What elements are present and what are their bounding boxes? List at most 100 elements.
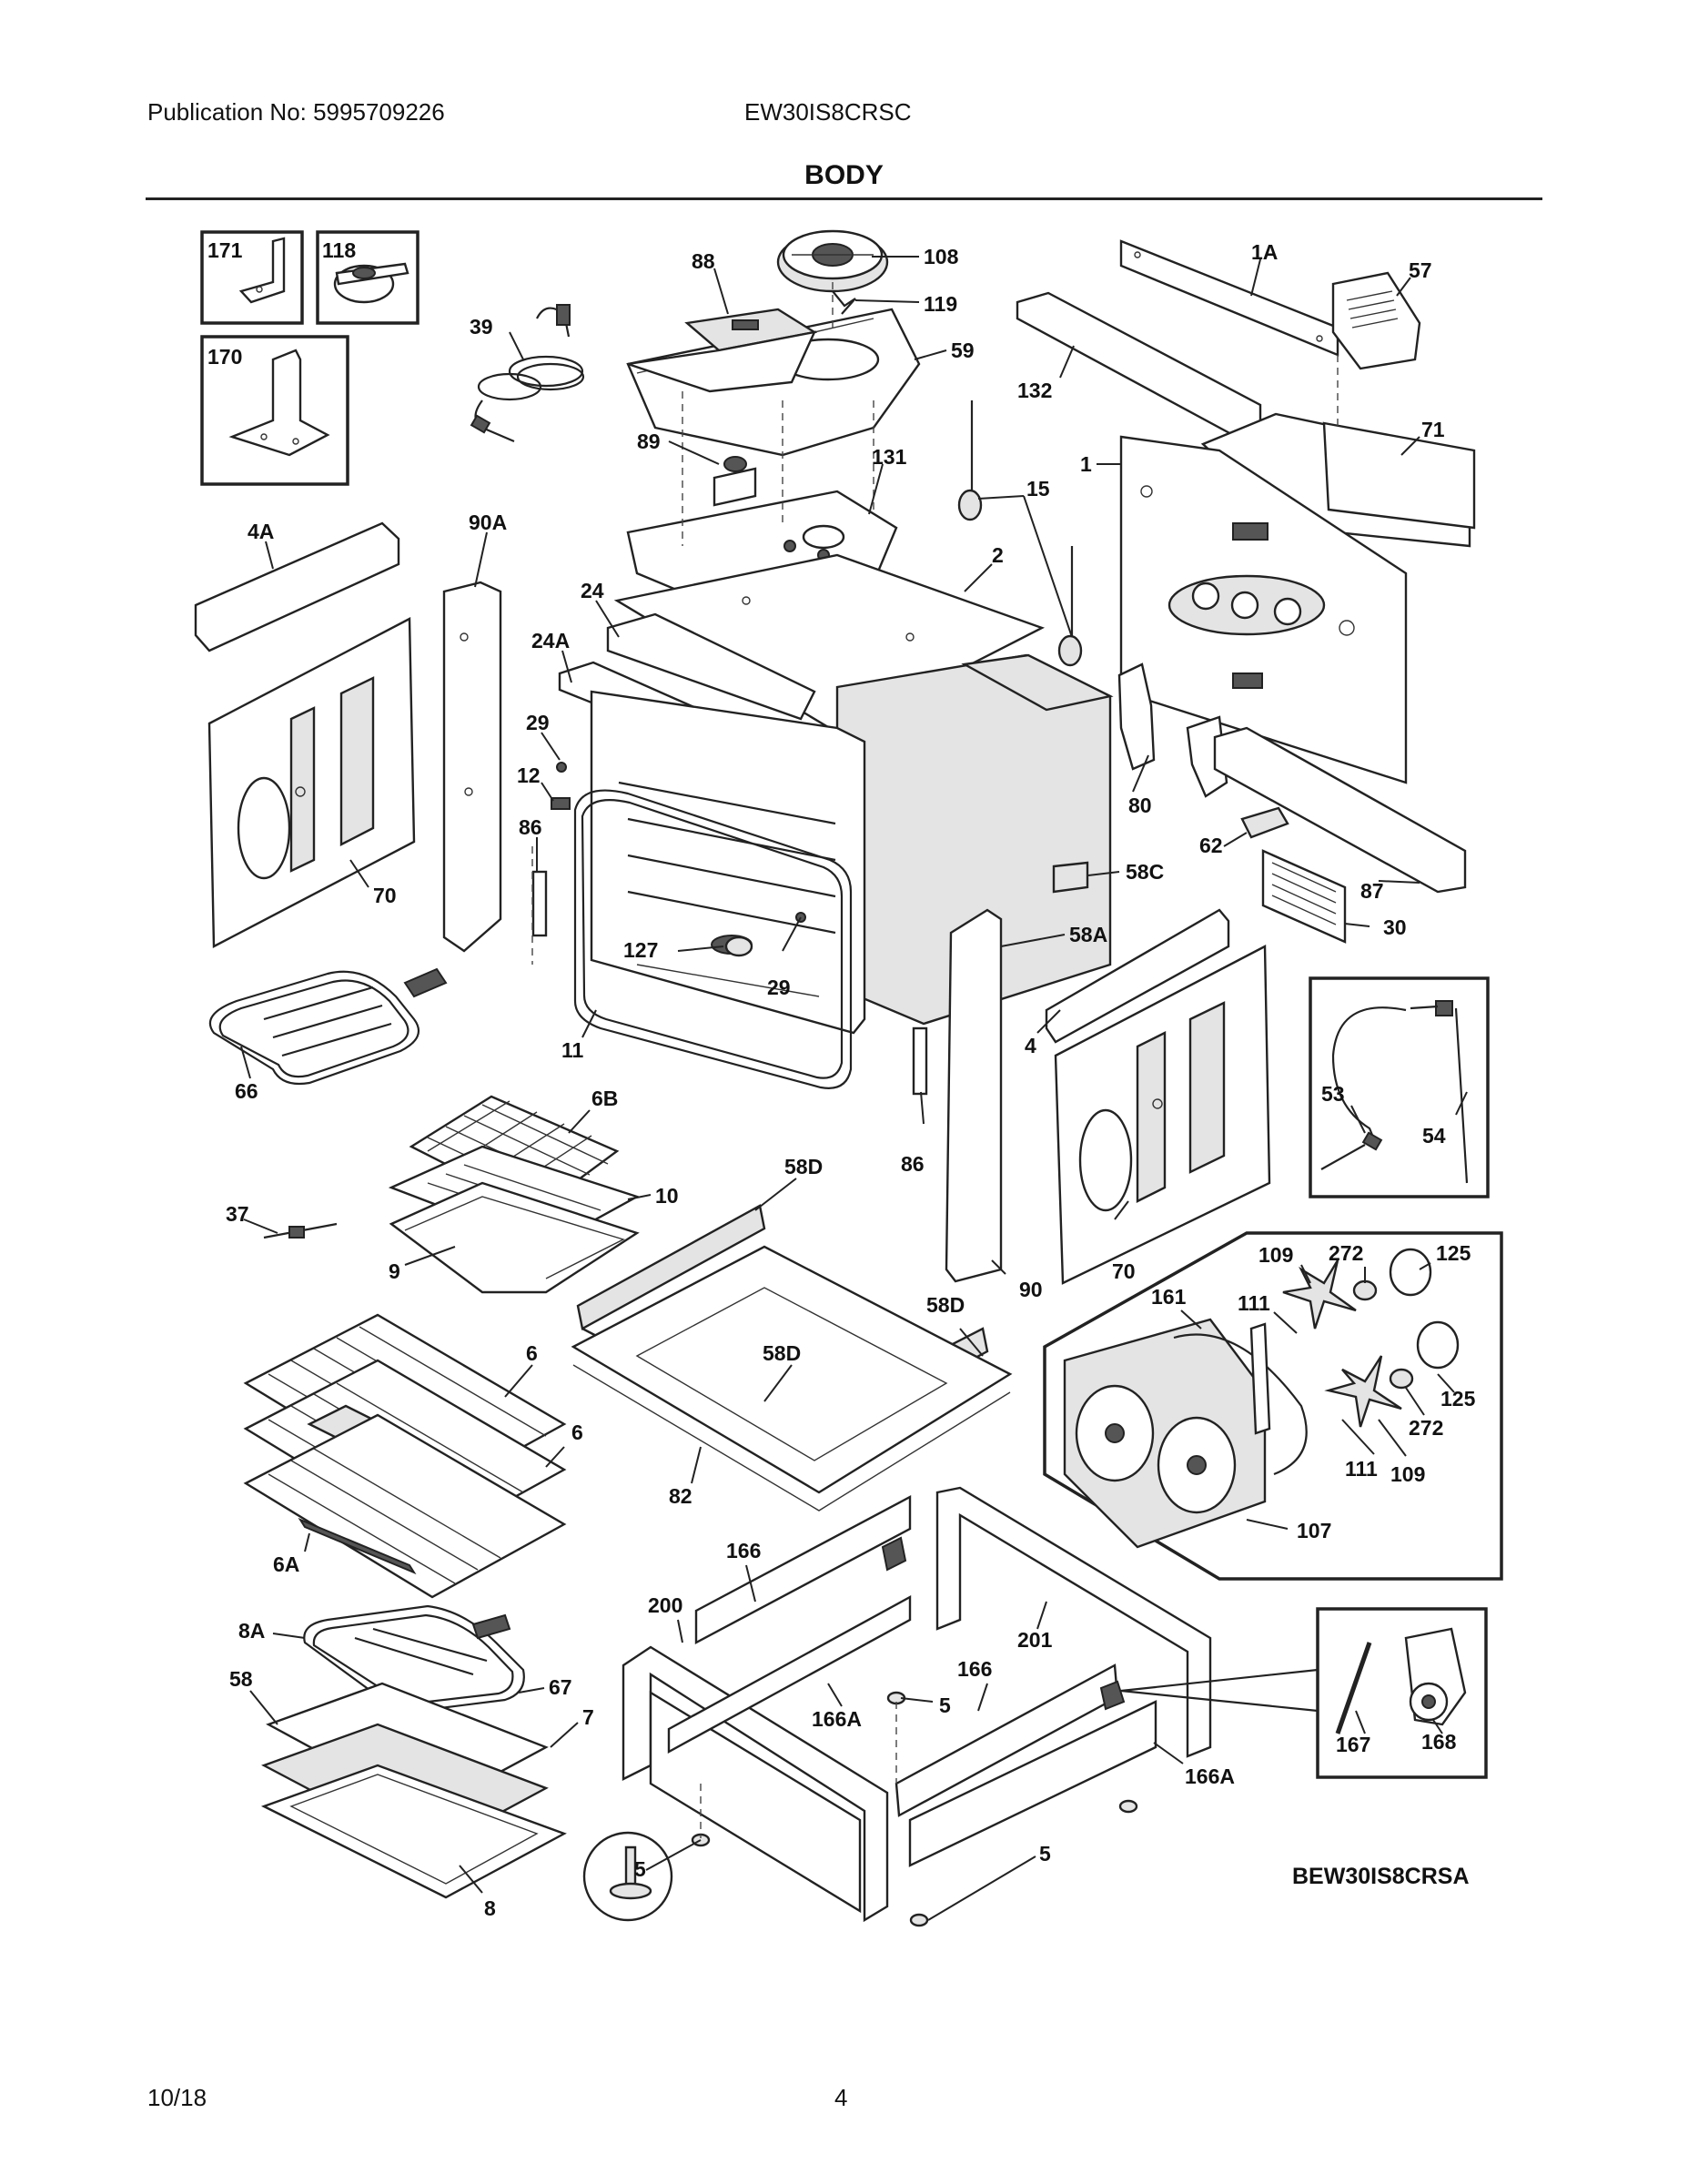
part-9-broiler-pan <box>389 1181 640 1294</box>
part-71-rear-cover <box>1200 412 1476 548</box>
part-5-leveling-legs <box>582 1691 1138 1927</box>
callout-37: 37 <box>226 1202 249 1226</box>
callout-24A: 24A <box>531 629 570 652</box>
callout-57: 57 <box>1409 258 1432 282</box>
callout-5b: 5 <box>634 1857 646 1881</box>
part-108-fan-motor <box>776 229 889 293</box>
callout-272: 272 <box>1329 1241 1363 1265</box>
callout-90A: 90A <box>469 511 507 534</box>
callout-58D: 58D <box>784 1155 823 1178</box>
part-88-duct <box>627 308 818 393</box>
callout-30: 30 <box>1383 915 1407 939</box>
callout-166b: 166 <box>957 1657 992 1681</box>
part-70-right-side-panel <box>1054 945 1271 1285</box>
part-24-bracket <box>606 612 816 721</box>
callout-58Db: 58D <box>926 1293 965 1317</box>
callout-132: 132 <box>1017 379 1052 402</box>
callout-62: 62 <box>1199 834 1223 857</box>
part-39-power-cord <box>470 304 585 443</box>
callout-leaders <box>240 256 1468 1921</box>
part-82-bottom-frame <box>571 1245 1013 1512</box>
callout-1A: 1A <box>1251 240 1278 264</box>
part-170-inset <box>200 335 349 486</box>
callout-29b: 29 <box>767 976 791 999</box>
part-200-frame <box>622 1645 889 1923</box>
callout-6b: 6 <box>571 1421 583 1444</box>
callout-12: 12 <box>517 763 541 787</box>
publication-number: Publication No: 5995709226 <box>147 98 445 126</box>
part-89-switch <box>713 456 757 507</box>
part-1A-bracket <box>1119 239 1339 357</box>
callout-118: 118 <box>322 238 356 262</box>
callout-125: 125 <box>1436 1241 1471 1265</box>
callout-58: 58 <box>229 1667 253 1691</box>
callout-167: 167 <box>1336 1733 1370 1756</box>
part-171-inset <box>200 230 304 325</box>
callout-24: 24 <box>581 579 604 602</box>
part-1-rear-panel <box>1119 435 1408 784</box>
page-title: BODY <box>804 160 884 190</box>
callout-58Dc: 58D <box>763 1341 801 1365</box>
callout-111b: 111 <box>1345 1457 1378 1481</box>
convection-fan-inset <box>1043 1231 1503 1581</box>
part-30-vent-plate <box>1261 849 1347 944</box>
part-66-bake-element <box>208 967 448 1086</box>
exploded-parts-diagram: 171 118 170 39 88 108 119 59 89 131 15 1… <box>194 229 1503 1927</box>
part-8-plate <box>260 1764 567 1899</box>
callout-67: 67 <box>549 1675 572 1699</box>
callout-7: 7 <box>582 1705 594 1729</box>
part-4-rail <box>1045 908 1230 1044</box>
callout-125b: 125 <box>1440 1387 1476 1410</box>
callout-4: 4 <box>1025 1034 1036 1057</box>
part-166A-crossbars <box>667 1594 1157 1867</box>
callout-59: 59 <box>951 339 975 362</box>
part-57-vent <box>1331 271 1421 370</box>
callout-70: 70 <box>373 884 397 907</box>
callout-272b: 272 <box>1409 1416 1443 1440</box>
callout-70b: 70 <box>1112 1259 1136 1283</box>
model-number: EW30IS8CRSC <box>744 98 912 126</box>
callout-109b: 109 <box>1390 1462 1425 1486</box>
part-29-part-12-fasteners <box>551 762 806 923</box>
footer-date: 10/18 <box>147 2084 207 2111</box>
part-58A-trim <box>945 908 1003 1283</box>
callout-6B: 6B <box>591 1087 618 1110</box>
part-167-168-inset <box>1120 1607 1488 1779</box>
callout-131: 131 <box>872 445 907 469</box>
part-87-rail <box>1213 726 1467 894</box>
callout-166: 166 <box>726 1539 761 1562</box>
callout-171: 171 <box>207 238 243 262</box>
part-62-terminal-block <box>1240 806 1289 839</box>
part-118-inset <box>316 230 419 325</box>
callout-82: 82 <box>669 1484 692 1508</box>
part-90A-side-trim <box>442 581 502 953</box>
callout-200: 200 <box>648 1593 682 1617</box>
callout-86: 86 <box>519 815 542 839</box>
part-166-rail-left <box>694 1495 912 1644</box>
part-6A-rack <box>243 1413 567 1599</box>
callout-11: 11 <box>561 1038 584 1062</box>
callout-111: 111 <box>1238 1291 1270 1315</box>
part-53-54-inset <box>1309 976 1490 1198</box>
callout-127: 127 <box>623 938 658 962</box>
callout-170: 170 <box>207 345 242 369</box>
assembly-guide-lines <box>531 282 1339 1838</box>
callout-58C: 58C <box>1126 860 1164 884</box>
part-70-left-side-panel <box>207 617 416 948</box>
callout-107: 107 <box>1297 1519 1331 1542</box>
callout-87: 87 <box>1360 879 1384 903</box>
callout-5: 5 <box>939 1694 951 1717</box>
callout-80: 80 <box>1128 794 1152 817</box>
oven-cavity-liner <box>590 690 866 1035</box>
callout-166Ab: 166A <box>1185 1764 1235 1788</box>
oven-cavity-wrap <box>835 653 1114 1026</box>
callout-1: 1 <box>1080 452 1092 476</box>
callout-10: 10 <box>655 1184 679 1208</box>
callout-88: 88 <box>692 249 715 273</box>
callout-5c: 5 <box>1039 1842 1051 1866</box>
part-15-sensor <box>957 400 1083 667</box>
diagram-code: BEW30IS8CRSA <box>1292 1864 1470 1889</box>
callout-66: 66 <box>235 1079 258 1103</box>
part-201-frame <box>935 1486 1212 1758</box>
part-127-light <box>724 935 753 957</box>
